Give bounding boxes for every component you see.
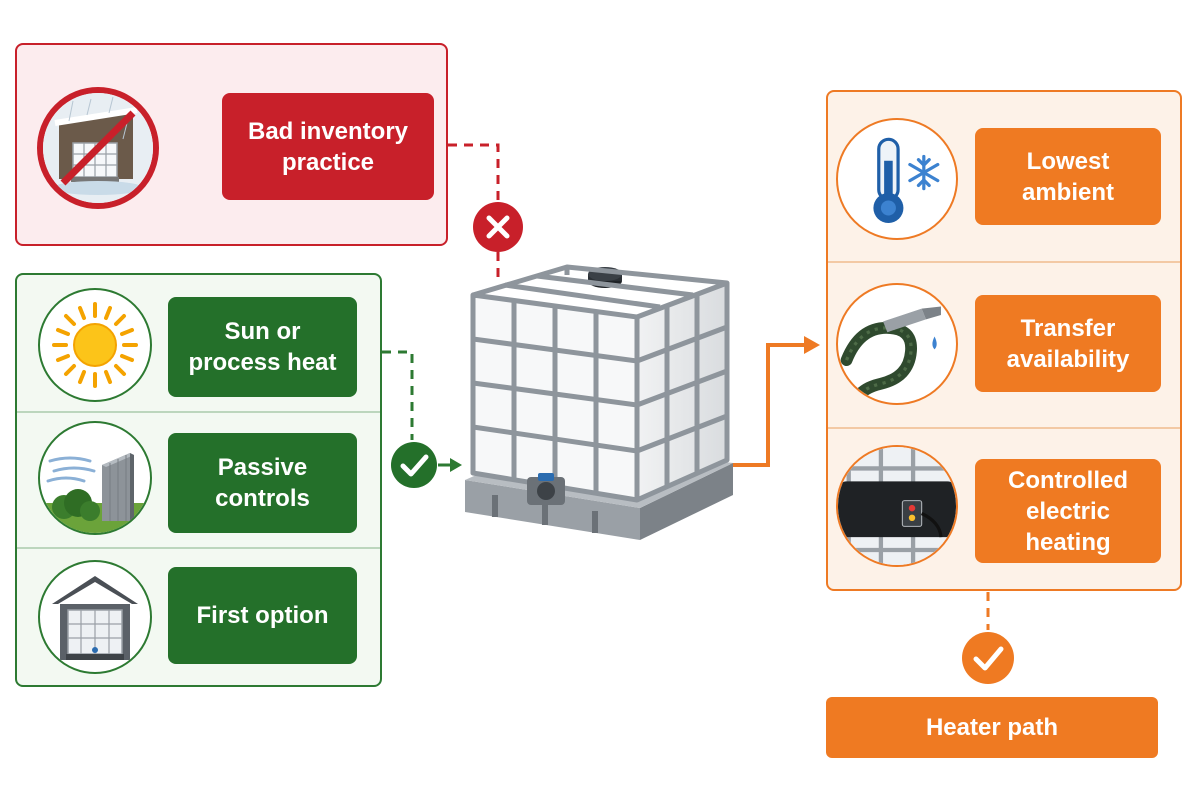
windbreak-icon [38, 421, 152, 535]
good-option-label: Sun or process heat [168, 297, 357, 397]
transfer-hose-icon [836, 283, 958, 405]
approved-check-icon [960, 630, 1016, 686]
heating-blanket-icon [836, 445, 958, 567]
approved-check-icon [389, 440, 439, 490]
prohibited-x-icon [471, 200, 525, 254]
heated-shelter-icon [38, 560, 152, 674]
divider [828, 427, 1180, 429]
snowy-shed-prohibited-icon [37, 87, 159, 209]
divider [17, 547, 380, 549]
good-option-label: First option [168, 567, 357, 664]
sun-icon [38, 288, 152, 402]
heater-step-label: Controlled electric heating [975, 459, 1161, 563]
heater-step-label: Lowest ambient [975, 128, 1161, 225]
bad-practice-label: Bad inventory practice [222, 93, 434, 200]
heater-path-label: Heater path [826, 697, 1158, 758]
divider [828, 261, 1180, 263]
divider [17, 411, 380, 413]
ibc-tote-icon [465, 264, 733, 540]
thermometer-snowflake-icon [836, 118, 958, 240]
good-option-label: Passive controls [168, 433, 357, 533]
heater-step-label: Transfer availability [975, 295, 1161, 392]
